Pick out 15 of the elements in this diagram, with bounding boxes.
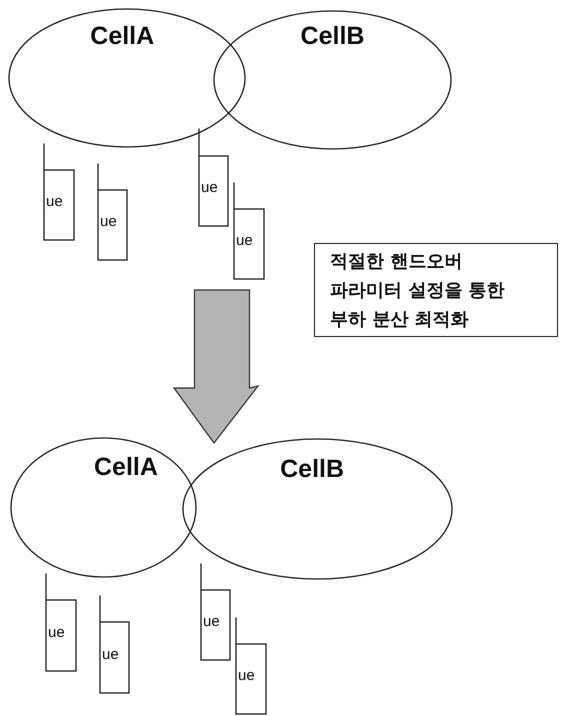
- ue-label: ue: [102, 646, 119, 662]
- ue-label: ue: [201, 179, 218, 196]
- ue-label: ue: [100, 213, 117, 230]
- cell-label: CellB: [300, 22, 364, 51]
- block-arrow: [172, 289, 260, 444]
- ue-label: ue: [46, 193, 63, 210]
- note-text: 적절한 핸드오버 파라미터 설정을 통한 부하 분산 최적화: [330, 250, 506, 332]
- note-box: [314, 243, 558, 337]
- ue-label: ue: [48, 624, 65, 640]
- cell-label: CellB: [280, 455, 344, 484]
- ue-label: ue: [236, 232, 253, 249]
- cell-label: CellA: [90, 22, 154, 51]
- cell-label: CellA: [94, 453, 158, 482]
- ue-label: ue: [203, 613, 220, 630]
- ue-label: ue: [238, 667, 255, 684]
